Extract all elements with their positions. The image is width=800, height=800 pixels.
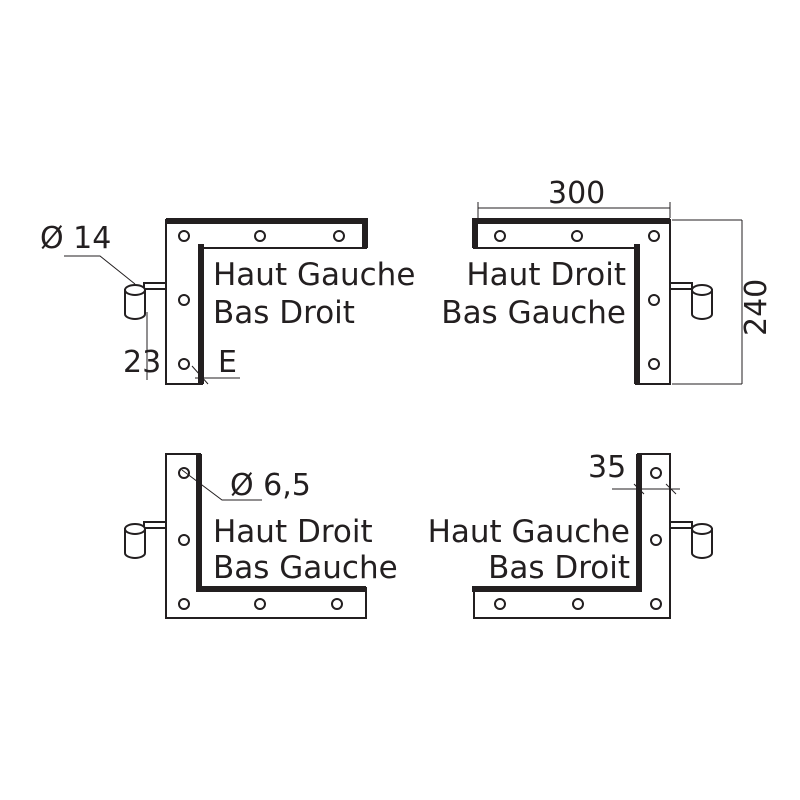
knuckle (669, 521, 713, 559)
hinge-label-line2: Bas Gauche (213, 550, 398, 586)
dimension-height: 240 (672, 219, 774, 385)
screw-hole (494, 598, 506, 610)
dimension-hole-diameter-label: Ø 6,5 (230, 468, 311, 503)
screw-hole (650, 534, 662, 546)
screw-hole (650, 467, 662, 479)
screw-hole (572, 598, 584, 610)
screw-hole (333, 230, 345, 242)
screw-hole (650, 598, 662, 610)
dimension-thickness-label: E (218, 345, 237, 380)
dimension-strap-width-label: 35 (588, 450, 626, 485)
dimension-hole-diameter: Ø 6,5 (181, 468, 311, 503)
dimension-knuckle-offset-label: 23 (123, 345, 161, 380)
plate-edge (472, 218, 670, 248)
hinge-label-line1: Haut Droit (213, 514, 373, 550)
screw-hole (331, 598, 343, 610)
dimension-thickness: E (191, 345, 240, 385)
screw-hole (178, 230, 190, 242)
dimension-width-label: 300 (548, 176, 605, 211)
dimension-strap-width: 35 (588, 450, 680, 495)
hinge-label-line1: Haut Droit (466, 257, 626, 293)
screw-hole (254, 230, 266, 242)
dimension-height-label: 240 (739, 279, 774, 336)
screw-hole (178, 358, 190, 370)
screw-hole (178, 467, 190, 479)
screw-hole (648, 294, 660, 306)
knuckle (124, 521, 167, 559)
screw-hole (254, 598, 266, 610)
plate-edge (472, 586, 642, 592)
hinge-label-line2: Bas Gauche (441, 295, 626, 331)
hinge-bottom-right: Haut Gauche Bas Droit (428, 453, 713, 619)
dimension-knuckle-offset: 23 (123, 312, 161, 380)
hinge-label-line2: Bas Droit (213, 295, 355, 331)
screw-hole (571, 230, 583, 242)
hinge-bottom-left: Haut Droit Bas Gauche (124, 453, 398, 619)
hinge-top-left: Haut Gauche Bas Droit (124, 218, 415, 385)
dimension-knuckle-diameter-label: Ø 14 (40, 221, 111, 256)
dimension-width: 300 (477, 176, 671, 218)
plate-edge (166, 218, 368, 248)
plate-edge (196, 586, 366, 592)
screw-hole (648, 230, 660, 242)
screw-hole (178, 294, 190, 306)
plate-edge (196, 454, 202, 592)
screw-hole (494, 230, 506, 242)
hinge-top-right: Haut Droit Bas Gauche (441, 218, 713, 385)
screw-hole (648, 358, 660, 370)
plate-edge (634, 244, 640, 384)
plate-edge (636, 454, 642, 592)
hinge-label-line1: Haut Gauche (213, 257, 415, 293)
knuckle (669, 282, 713, 320)
screw-hole (178, 534, 190, 546)
hinge-label-line1: Haut Gauche (428, 514, 630, 550)
plate-edge (198, 244, 204, 384)
knuckle (124, 282, 167, 320)
hinge-label-line2: Bas Droit (488, 550, 630, 586)
dimension-knuckle-diameter: Ø 14 (40, 221, 136, 285)
screw-hole (178, 598, 190, 610)
